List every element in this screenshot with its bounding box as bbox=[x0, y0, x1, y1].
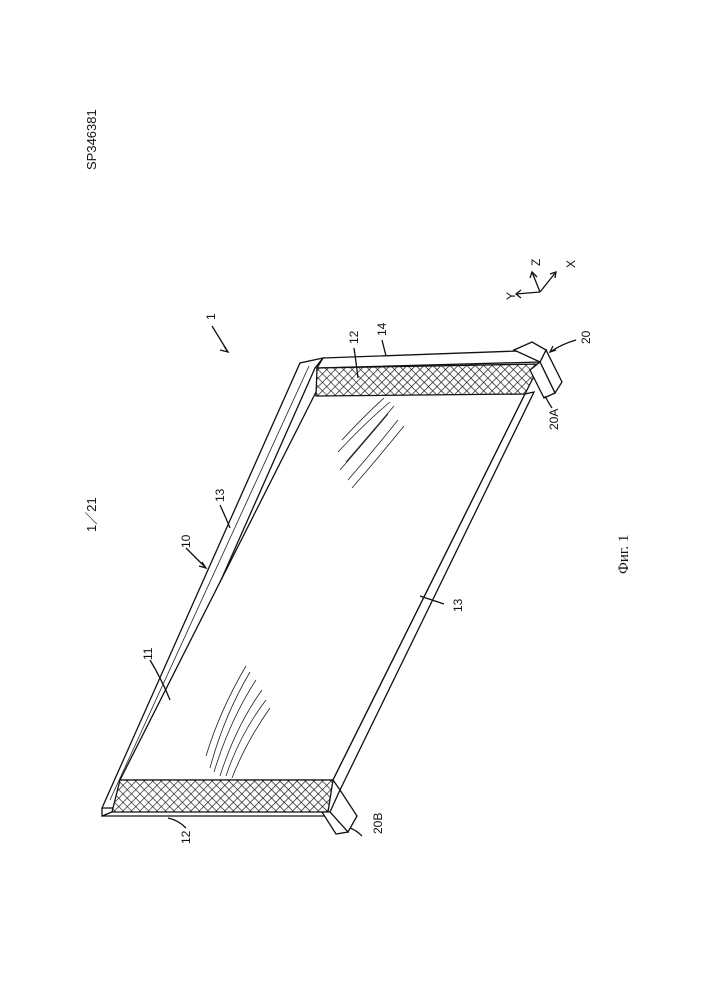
axis-z-label: Z bbox=[529, 259, 543, 266]
seal-12-bottom bbox=[112, 780, 333, 812]
figure-caption: Фиг. 1 bbox=[616, 535, 632, 574]
leader-20B bbox=[350, 828, 362, 836]
label-20B: 20B bbox=[371, 813, 385, 834]
label-1: 1 bbox=[204, 313, 218, 320]
label-12-top: 12 bbox=[347, 330, 361, 344]
label-13-top: 13 bbox=[213, 488, 227, 502]
axis-x-label: X bbox=[564, 260, 578, 268]
label-11: 11 bbox=[141, 647, 155, 660]
axis-z-line bbox=[532, 272, 540, 292]
axis-x-line bbox=[540, 272, 556, 292]
label-20: 20 bbox=[579, 330, 593, 344]
label-13-bottom: 13 bbox=[451, 598, 465, 612]
axis-y-label: Y bbox=[504, 292, 518, 300]
leader-20A bbox=[545, 396, 552, 408]
label-20A: 20A bbox=[547, 409, 561, 430]
seal-12-top bbox=[316, 364, 540, 396]
label-14: 14 bbox=[375, 322, 389, 336]
document-number: SP346381 bbox=[84, 109, 99, 170]
leader-10 bbox=[186, 548, 206, 568]
glass-panel-11 bbox=[120, 392, 525, 780]
label-12-bottom: 12 bbox=[179, 830, 193, 844]
leader-14 bbox=[382, 340, 386, 356]
sheet-number: 1／21 bbox=[84, 497, 99, 532]
panel-frame bbox=[102, 350, 546, 816]
coordinate-axes: Y Z X bbox=[504, 259, 578, 300]
leader-13-top bbox=[220, 505, 230, 528]
leader-12-bottom bbox=[168, 818, 186, 828]
axis-y-line bbox=[516, 292, 540, 294]
label-10: 10 bbox=[179, 534, 193, 548]
